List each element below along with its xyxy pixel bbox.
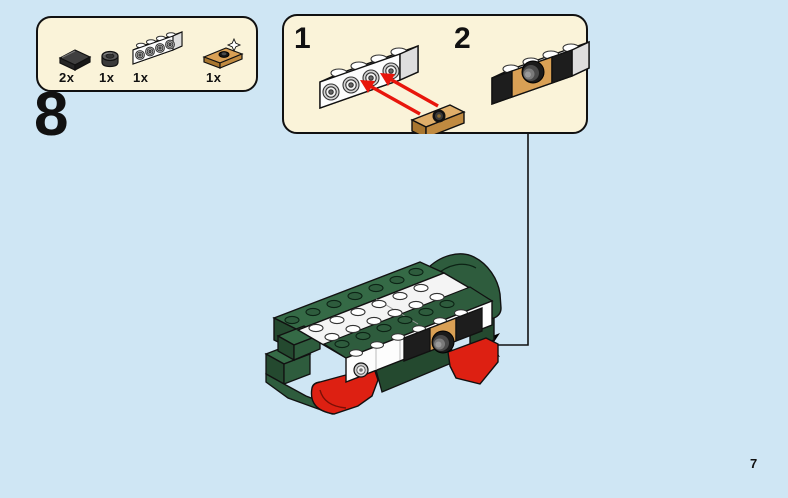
model-top-plates bbox=[296, 272, 494, 359]
part-dark-tile bbox=[54, 42, 96, 74]
sparkle-icon bbox=[226, 38, 242, 53]
step-number: 8 bbox=[34, 80, 69, 149]
part-white-brick bbox=[125, 24, 195, 74]
camera-assembly bbox=[403, 307, 483, 362]
gold-plate-with-lens bbox=[410, 104, 466, 134]
camera-lens-icon bbox=[521, 60, 545, 84]
dark-tile-icon bbox=[58, 49, 92, 71]
white-brick-icon bbox=[132, 31, 183, 65]
part-gold-plate-count: 1x bbox=[206, 70, 222, 85]
substep-2-number: 2 bbox=[454, 22, 471, 55]
part-white-brick-count: 1x bbox=[133, 70, 149, 85]
part-dark-tile-count: 2x bbox=[59, 70, 75, 85]
parts-callout-box: 2x 1x 1x bbox=[36, 16, 258, 92]
part-gold-plate bbox=[200, 38, 248, 72]
part-round-plate bbox=[96, 46, 124, 72]
headlight-icon bbox=[353, 362, 369, 378]
substep-box: 1 2 bbox=[282, 14, 590, 134]
model-illustration bbox=[264, 253, 502, 415]
page-number: 7 bbox=[750, 456, 758, 471]
part-round-plate-count: 1x bbox=[99, 70, 115, 85]
gold-plate-icon bbox=[202, 38, 244, 69]
model-front-row bbox=[345, 299, 493, 384]
model-mudguards bbox=[310, 337, 499, 415]
substep-1-illustration bbox=[319, 44, 466, 134]
substep-2-illustration bbox=[491, 40, 590, 105]
substep-1-number: 1 bbox=[294, 22, 311, 55]
round-plate-icon bbox=[101, 50, 119, 68]
assembly-arrow-icons bbox=[369, 77, 439, 116]
